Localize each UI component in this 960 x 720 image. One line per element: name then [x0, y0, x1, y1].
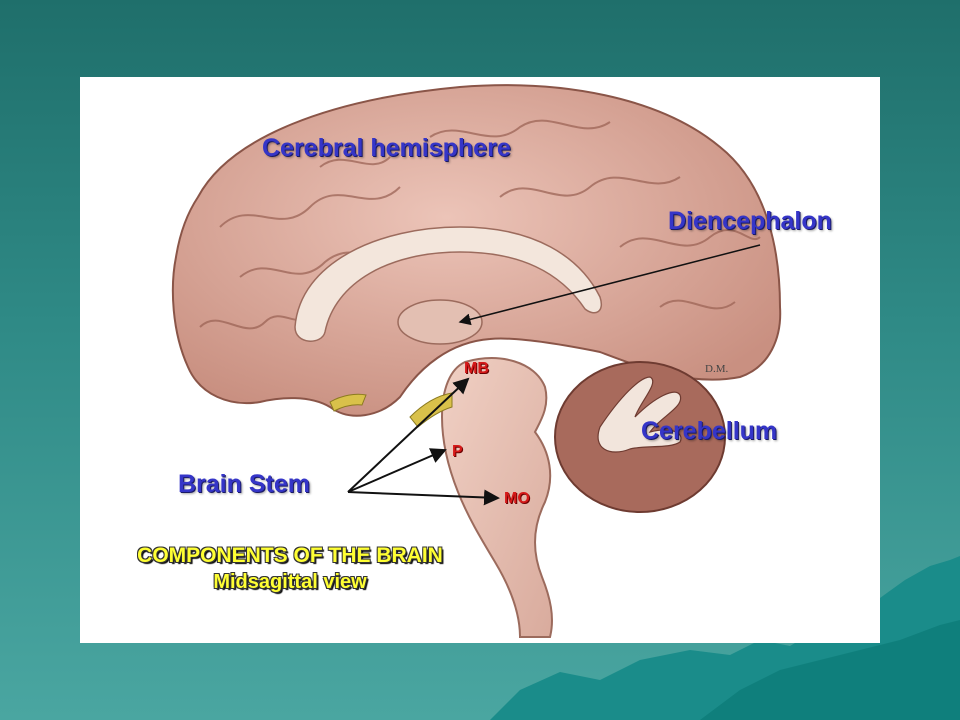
- label-pons: P: [452, 443, 463, 460]
- optic-nerve-shape: [409, 392, 453, 428]
- arrow-medulla: [347, 489, 500, 506]
- corpus-callosum-shape: [294, 226, 602, 342]
- label-cerebral-hemisphere: Cerebral hemisphere: [262, 134, 511, 162]
- caption-title: COMPONENTS OF THE BRAIN: [137, 544, 443, 567]
- label-midbrain: MB: [464, 360, 489, 377]
- arrow-pons: [347, 448, 447, 493]
- label-diencephalon: Diencephalon: [668, 207, 832, 235]
- brain-illustration: D.M.: [171, 84, 782, 638]
- artist-signature: D.M.: [705, 363, 728, 375]
- label-cerebellum: Cerebellum: [641, 417, 778, 445]
- label-brain-stem: Brain Stem: [178, 470, 310, 498]
- label-medulla: MO: [504, 490, 530, 507]
- arrow-midbrain: [347, 377, 470, 493]
- arbor-vitae: [597, 376, 682, 453]
- arrow-diencephalon: [458, 244, 761, 326]
- caption-subtitle: Midsagittal view: [213, 571, 367, 593]
- diencephalon-shape: [397, 299, 483, 345]
- diagram-card: D.M. Cerebral hemisphere Diencephalon Ce…: [80, 77, 880, 643]
